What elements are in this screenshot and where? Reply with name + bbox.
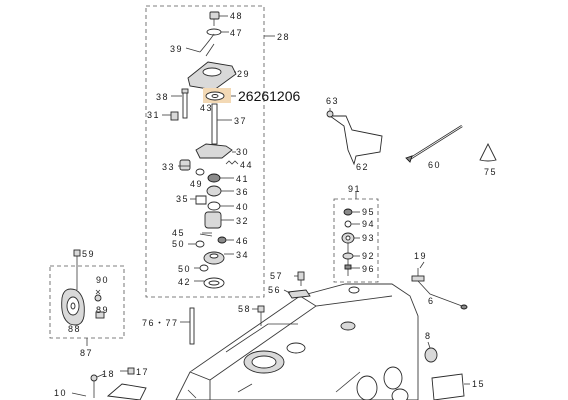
label-18: 18 [102,369,115,379]
label-63: 63 [326,96,339,106]
label-29: 29 [237,69,250,79]
label-90: 90 [96,275,109,285]
label-62: 62 [356,162,369,172]
label-30: 30 [236,147,249,157]
label-47: 47 [230,28,243,38]
label-48: 48 [230,11,243,21]
misc-parts [71,307,470,400]
label-57: 57 [270,271,283,281]
label-36: 36 [236,187,249,197]
label-56: 56 [268,285,281,295]
label-42: 42 [178,277,191,287]
label-32: 32 [236,216,249,226]
screws-56-57-58 [252,271,311,326]
label-87: 87 [80,348,93,358]
label-58: 58 [238,304,251,314]
label-60: 60 [428,160,441,170]
label-6: 6 [428,296,435,306]
shaft-assembly [162,11,239,289]
label-88: 88 [68,324,81,334]
label-15: 15 [472,379,485,389]
label-41: 41 [236,174,249,184]
label-38: 38 [156,92,169,102]
label-94: 94 [362,219,375,229]
label-37: 37 [234,116,247,126]
label-93: 93 [362,233,375,243]
plate-assembly-87 [61,249,105,326]
label-31: 31 [147,110,160,120]
label-33: 33 [162,162,175,172]
label-28: 28 [277,32,290,42]
label-75: 75 [484,167,497,177]
label-45: 45 [172,228,185,238]
rod-60 [405,124,463,163]
tension-assembly-91 [341,208,360,276]
cap-75 [479,142,497,162]
label-91: 91 [348,184,361,194]
bracket-62 [326,108,383,166]
group-box-87 [49,265,125,339]
label-39: 39 [170,44,183,54]
label-89: 89 [96,305,109,315]
machine-arm-casting [175,283,419,400]
label-40: 40 [236,202,249,212]
part-number-callout: 26261206 [238,88,301,104]
label-95: 95 [362,207,375,217]
group-box-28 [145,5,265,298]
label-59: 59 [82,249,95,259]
label-10: 10 [54,388,67,398]
label-34: 34 [236,250,249,260]
label-49: 49 [190,179,203,189]
label-76-77: 76・77 [142,318,179,328]
label-50-lower: 50 [178,264,191,274]
label-50-upper: 50 [172,239,185,249]
label-44: 44 [240,160,253,170]
label-92: 92 [362,251,375,261]
label-43: 43 [200,103,213,113]
label-17: 17 [136,367,149,377]
label-96: 96 [362,264,375,274]
label-19: 19 [414,251,427,261]
label-46: 46 [236,236,249,246]
label-8: 8 [425,331,432,341]
label-35: 35 [176,194,189,204]
group-box-91 [333,198,379,283]
wire-6 [411,261,468,310]
